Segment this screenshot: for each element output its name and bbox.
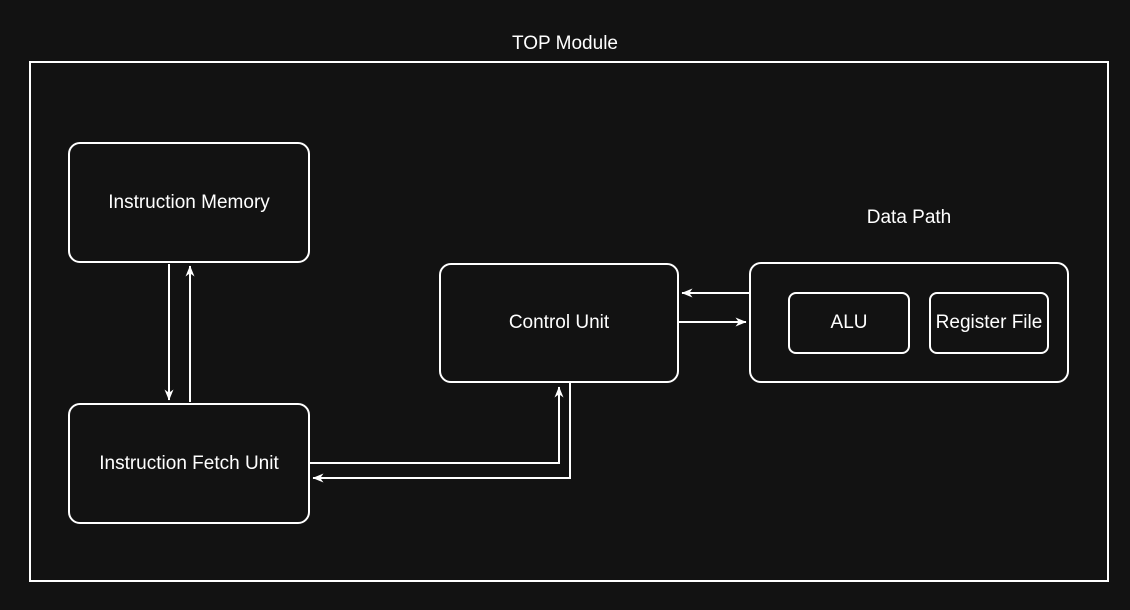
data-path-label: Data Path [866,207,952,228]
node-data-path-container[interactable] [749,262,1069,383]
node-instruction-fetch-unit-label: Instruction Fetch Unit [99,452,279,474]
node-register-file-label: Register File [935,312,1043,334]
node-register-file[interactable]: Register File [929,292,1049,354]
node-alu[interactable]: ALU [788,292,910,354]
top-module-frame [29,61,1109,582]
node-control-unit-label: Control Unit [508,312,610,334]
node-instruction-memory[interactable]: Instruction Memory [68,142,310,263]
page-title: TOP Module [512,33,618,54]
node-instruction-memory-label: Instruction Memory [108,191,270,213]
node-alu-label: ALU [830,312,868,334]
node-control-unit[interactable]: Control Unit [439,263,679,383]
node-instruction-fetch-unit[interactable]: Instruction Fetch Unit [68,403,310,524]
